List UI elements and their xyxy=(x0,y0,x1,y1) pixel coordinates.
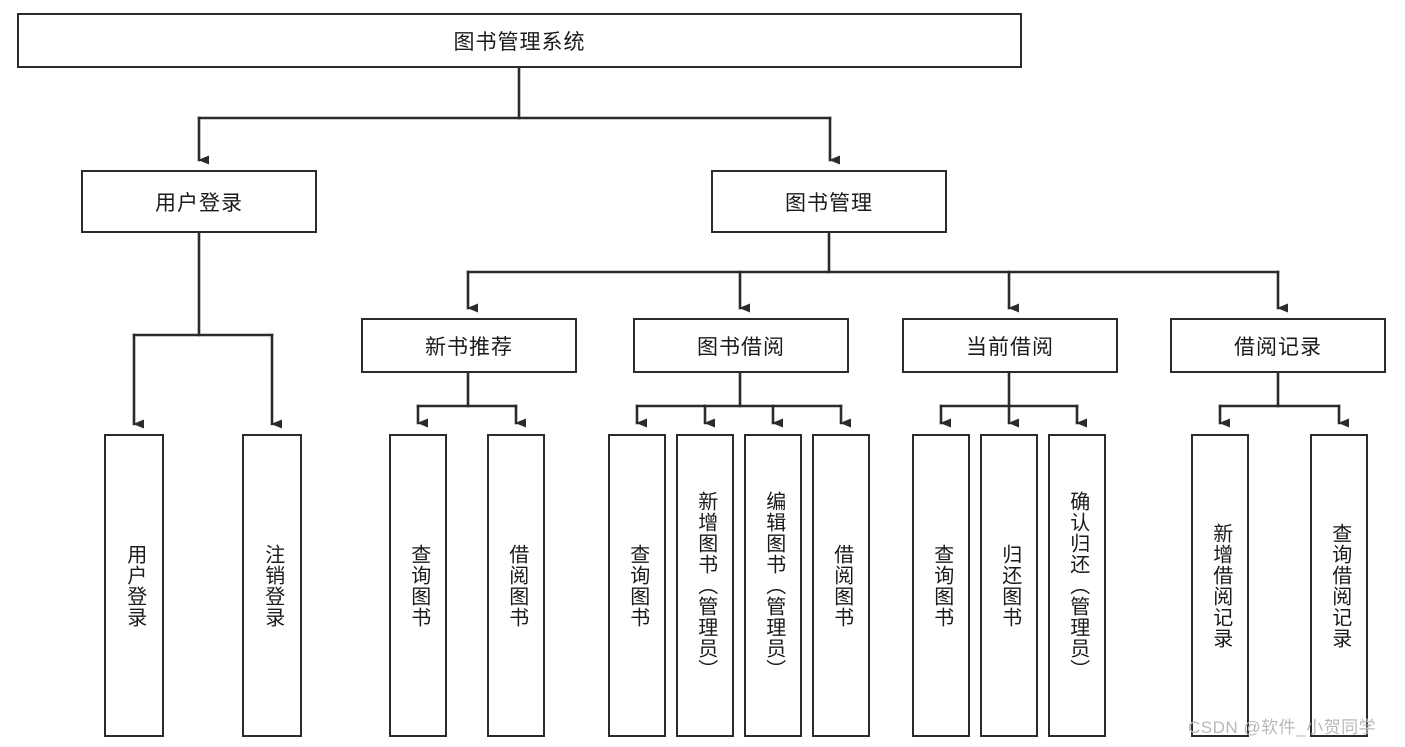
node-root-library-system[interactable]: 图书管理系统 xyxy=(17,13,1022,68)
leaf-record-add-record[interactable]: 新增借阅记录 xyxy=(1191,434,1249,737)
node-book-borrow[interactable]: 图书借阅 xyxy=(633,318,849,373)
node-label: 确认归还（管理员） xyxy=(1066,491,1089,680)
node-label: 新增图书（管理员） xyxy=(694,491,717,680)
node-label: 查询图书 xyxy=(930,543,953,628)
leaf-recommend-borrow-book[interactable]: 借阅图书 xyxy=(487,434,545,737)
node-label: 查询借阅记录 xyxy=(1328,522,1351,649)
node-book-management[interactable]: 图书管理 xyxy=(711,170,947,233)
node-label: 归还图书 xyxy=(998,543,1021,628)
leaf-borrow-borrow-book[interactable]: 借阅图书 xyxy=(812,434,870,737)
node-label: 借阅图书 xyxy=(505,543,528,628)
leaf-borrow-query-book[interactable]: 查询图书 xyxy=(608,434,666,737)
leaf-borrow-edit-book-admin[interactable]: 编辑图书（管理员） xyxy=(744,434,802,737)
node-label: 注销登录 xyxy=(261,543,284,628)
node-label: 查询图书 xyxy=(626,543,649,628)
node-borrow-record[interactable]: 借阅记录 xyxy=(1170,318,1386,373)
node-label: 新书推荐 xyxy=(425,335,513,359)
node-current-borrow[interactable]: 当前借阅 xyxy=(902,318,1118,373)
leaf-user-login-signin[interactable]: 用户登录 xyxy=(104,434,164,737)
node-label: 借阅图书 xyxy=(830,543,853,628)
node-label: 新增借阅记录 xyxy=(1209,522,1232,649)
node-label: 当前借阅 xyxy=(966,335,1054,359)
leaf-borrow-add-book-admin[interactable]: 新增图书（管理员） xyxy=(676,434,734,737)
node-label: 编辑图书（管理员） xyxy=(762,491,785,680)
node-label: 图书借阅 xyxy=(697,335,785,359)
csdn-watermark: CSDN @软件_小贺同学 xyxy=(1188,718,1377,737)
node-label: 查询图书 xyxy=(407,543,430,628)
leaf-current-query-book[interactable]: 查询图书 xyxy=(912,434,970,737)
node-user-login[interactable]: 用户登录 xyxy=(81,170,317,233)
leaf-user-login-signout[interactable]: 注销登录 xyxy=(242,434,302,737)
node-new-book-recommend[interactable]: 新书推荐 xyxy=(361,318,577,373)
leaf-recommend-query-book[interactable]: 查询图书 xyxy=(389,434,447,737)
node-label: 借阅记录 xyxy=(1234,335,1322,359)
leaf-record-query-record[interactable]: 查询借阅记录 xyxy=(1310,434,1368,737)
leaf-current-return-book[interactable]: 归还图书 xyxy=(980,434,1038,737)
node-label: 用户登录 xyxy=(155,191,243,215)
leaf-current-confirm-return-admin[interactable]: 确认归还（管理员） xyxy=(1048,434,1106,737)
node-label: 用户登录 xyxy=(123,543,146,628)
node-label: 图书管理系统 xyxy=(453,30,586,54)
node-label: 图书管理 xyxy=(785,191,873,215)
